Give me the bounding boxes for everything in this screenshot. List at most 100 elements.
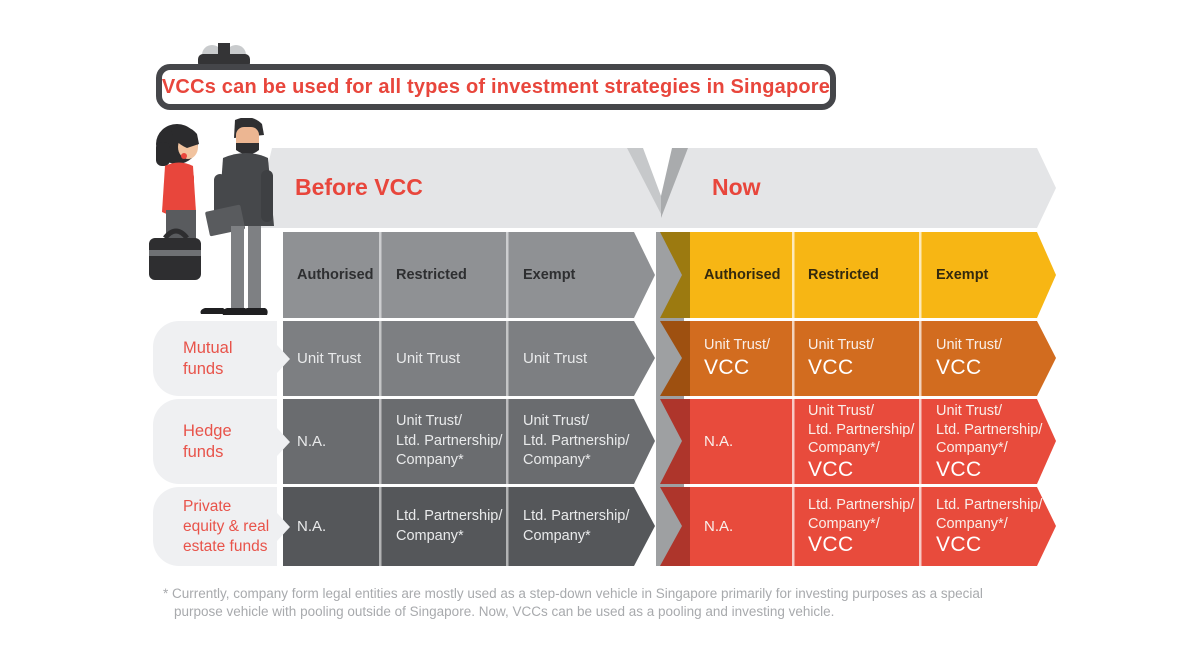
table-cell: Unit Trust/ Ltd. Partnership/ Company* (509, 399, 633, 484)
cell-line: Unit Trust (396, 350, 461, 367)
now-colheader-band (690, 232, 1056, 318)
cell-line: Company*/ (936, 515, 1008, 532)
cell-line: Ltd. Partnership/ (396, 508, 503, 524)
cell-line: Ltd. Partnership/ (396, 432, 503, 449)
cell-line: Unit Trust/ (936, 403, 1003, 420)
table-cell: Ltd. Partnership/ Company* (382, 487, 506, 566)
cell-line: N.A. (704, 433, 734, 450)
table-cell: N.A. (283, 399, 379, 484)
table-cell: Unit Trust (283, 321, 379, 396)
cell-line: Ltd. Partnership/ (808, 497, 915, 513)
cell-line: Company* (396, 527, 464, 544)
table-cell: Unit Trust/ Ltd. Partnership/ Company*/ … (794, 399, 919, 484)
before-row1-band (283, 321, 655, 396)
table-cell: Ltd. Partnership/ Company*/ VCC (922, 487, 1043, 566)
row-label-mutual-funds: Mutual funds (153, 321, 290, 396)
page-title: VCCs can be used for all types of invest… (161, 75, 831, 98)
cell-line: Company*/ (936, 440, 1008, 457)
cell-vcc: VCC (936, 355, 982, 379)
cell-line: Ltd. Partnership/ (523, 508, 630, 524)
now-fold-row3 (660, 487, 690, 566)
now-fold-colheader (660, 232, 690, 318)
cell-line: Unit Trust (297, 350, 362, 367)
cell-line: Company* (396, 452, 464, 469)
cell-line: Ltd. Partnership/ (523, 432, 630, 449)
cell-vcc: VCC (808, 457, 854, 481)
footnote-line: purpose vehicle with pooling outside of … (174, 604, 835, 619)
table-cell: Ltd. Partnership/ Company* (509, 487, 633, 566)
cell-line: N.A. (297, 518, 327, 535)
before-section-title: Before VCC (295, 174, 423, 200)
before-col-exempt: Exempt (523, 267, 576, 283)
now-header-band (661, 148, 1056, 228)
row-label-line: Mutual (183, 338, 233, 357)
people-illustration (149, 118, 274, 315)
cell-vcc: VCC (704, 355, 750, 379)
table-cell: N.A. (283, 487, 379, 566)
table-cell: Ltd. Partnership/ Company*/ VCC (794, 487, 919, 566)
row-label-line: estate funds (183, 537, 268, 555)
cell-line: Company* (523, 452, 591, 469)
cell-line: Unit Trust/ (808, 403, 875, 420)
now-col-divider-2 (919, 232, 922, 566)
row-label-private-equity: Private equity & real estate funds (153, 487, 290, 566)
table-cell: Unit Trust/ VCC (690, 321, 792, 396)
before-col-restricted: Restricted (396, 267, 467, 283)
footnote-line: * Currently, company form legal entities… (163, 586, 983, 601)
table-cell: N.A. (690, 487, 792, 566)
now-col-divider-1 (792, 232, 795, 566)
now-col-restricted: Restricted (808, 267, 879, 283)
cell-line: N.A. (297, 433, 327, 450)
cell-vcc: VCC (936, 533, 982, 556)
fold-arm-left (627, 148, 661, 214)
title-banner: VCCs can be used for all types of invest… (156, 64, 836, 110)
man-figure (205, 118, 274, 315)
cell-line: Unit Trust/ (808, 337, 875, 354)
cell-line: Unit Trust (523, 350, 588, 367)
cell-line: Unit Trust/ (936, 337, 1003, 354)
before-col-divider-1 (379, 232, 382, 566)
cell-vcc: VCC (808, 355, 854, 379)
row-label-line: Private (183, 497, 232, 515)
cell-line: Company*/ (808, 440, 880, 457)
footnote: * Currently, company form legal entities… (163, 585, 1023, 621)
before-col-divider-2 (506, 232, 509, 566)
before-colheader-band (283, 232, 655, 318)
now-col-exempt: Exempt (936, 267, 989, 283)
row-label-hedge-funds: Hedge funds (153, 399, 290, 484)
now-row2-band (690, 399, 1056, 484)
row-label-line: Hedge (183, 421, 232, 440)
now-row1-band (690, 321, 1056, 396)
row-label-line: funds (183, 442, 224, 461)
table-cell: Unit Trust/ VCC (922, 321, 1037, 396)
before-row2-band (283, 399, 655, 484)
cell-line: Ltd. Partnership/ (936, 421, 1043, 438)
before-row3-band (283, 487, 655, 566)
fold-arm-right (661, 148, 688, 218)
table-cell: Unit Trust (509, 321, 633, 396)
cell-line: Company*/ (808, 515, 880, 532)
now-row3-band (690, 487, 1056, 566)
cell-line: N.A. (704, 518, 734, 535)
table-cell: Unit Trust/ Ltd. Partnership/ Company*/ … (922, 399, 1043, 484)
table-cell: Unit Trust (382, 321, 506, 396)
cell-line: Ltd. Partnership/ (808, 421, 915, 438)
cell-line: Unit Trust/ (396, 413, 463, 430)
before-header-band (253, 148, 661, 228)
table-cell: N.A. (690, 399, 792, 484)
row-label-line: equity & real (183, 517, 270, 535)
table-cell: Unit Trust/ VCC (794, 321, 919, 396)
cell-line: Unit Trust/ (704, 337, 771, 354)
now-fold-row2 (660, 399, 690, 484)
now-fold-row1 (660, 321, 690, 396)
woman-figure (149, 124, 226, 314)
row-label-line: funds (183, 359, 224, 378)
now-col-authorised: Authorised (704, 267, 781, 283)
cell-vcc: VCC (936, 457, 982, 481)
cell-line: Ltd. Partnership/ (936, 497, 1043, 513)
now-section-title: Now (712, 174, 761, 200)
cell-line: Company* (523, 527, 591, 544)
table-cell: Unit Trust/ Ltd. Partnership/ Company* (382, 399, 506, 484)
